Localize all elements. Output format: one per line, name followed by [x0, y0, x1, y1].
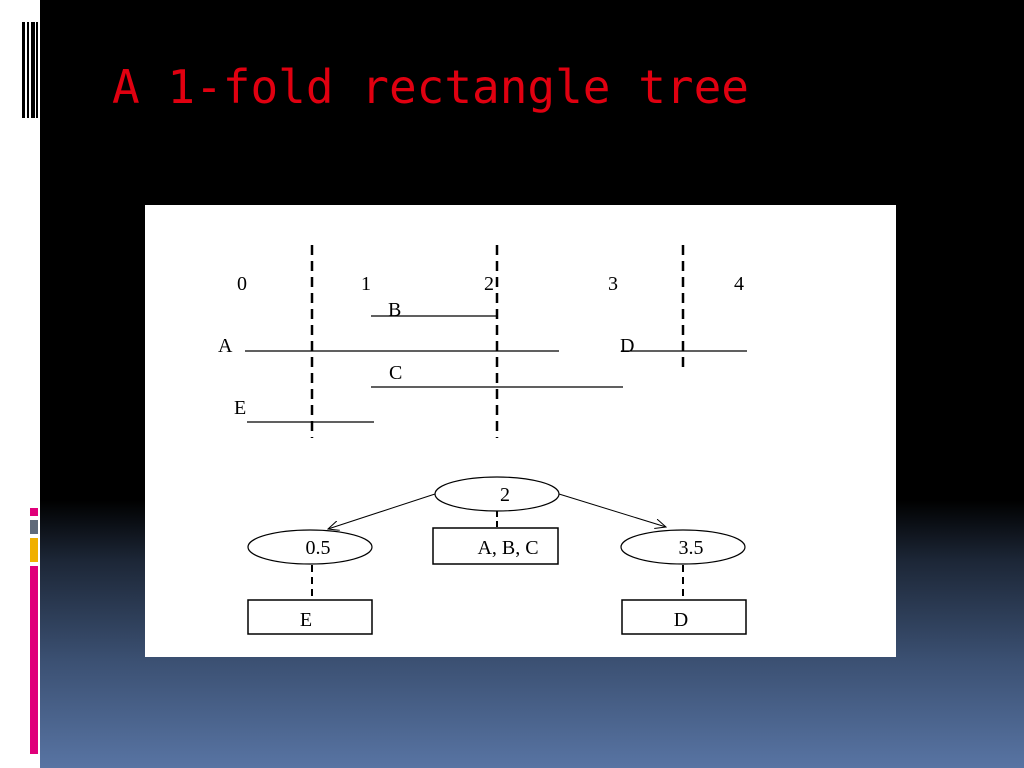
- interval-label-a: A: [218, 335, 233, 357]
- axis-label-4: 4: [734, 273, 744, 295]
- axis-label-3: 3: [608, 273, 618, 295]
- tree-edge-right: [558, 493, 666, 527]
- tree-right-node: [620, 529, 746, 565]
- tree-left-box: [247, 599, 373, 635]
- tree-right-box-label: D: [674, 609, 688, 631]
- tree-root-box-label: A, B, C: [477, 537, 538, 559]
- tree-right-label: 3.5: [679, 537, 704, 559]
- rectangle-tree-diagram: 0 1 2 3 4 B A D C E 2 A, B, C 0.: [218, 245, 747, 635]
- interval-label-c: C: [389, 362, 402, 384]
- slide-left-strip: [0, 0, 40, 768]
- rectangle-tree-figure: 0 1 2 3 4 B A D C E 2 A, B, C 0.: [145, 205, 896, 657]
- interval-label-e: E: [234, 397, 246, 419]
- interval-label-b: B: [388, 299, 401, 321]
- tree-left-label: 0.5: [306, 537, 331, 559]
- strip-bars-decoration: [22, 22, 38, 118]
- tree-root-node: [434, 476, 560, 512]
- tree-root-box: [432, 527, 559, 565]
- tree-right-box: [621, 599, 747, 635]
- tree-edge-left: [328, 493, 436, 529]
- slide-title: A 1-fold rectangle tree: [112, 60, 749, 114]
- interval-label-d: D: [620, 335, 634, 357]
- axis-label-1: 1: [361, 273, 371, 295]
- axis-label-2: 2: [484, 273, 494, 295]
- tree-root-label: 2: [500, 484, 510, 506]
- tree-left-node: [247, 529, 373, 565]
- axis-label-0: 0: [237, 273, 247, 295]
- tree-left-box-label: E: [300, 609, 312, 631]
